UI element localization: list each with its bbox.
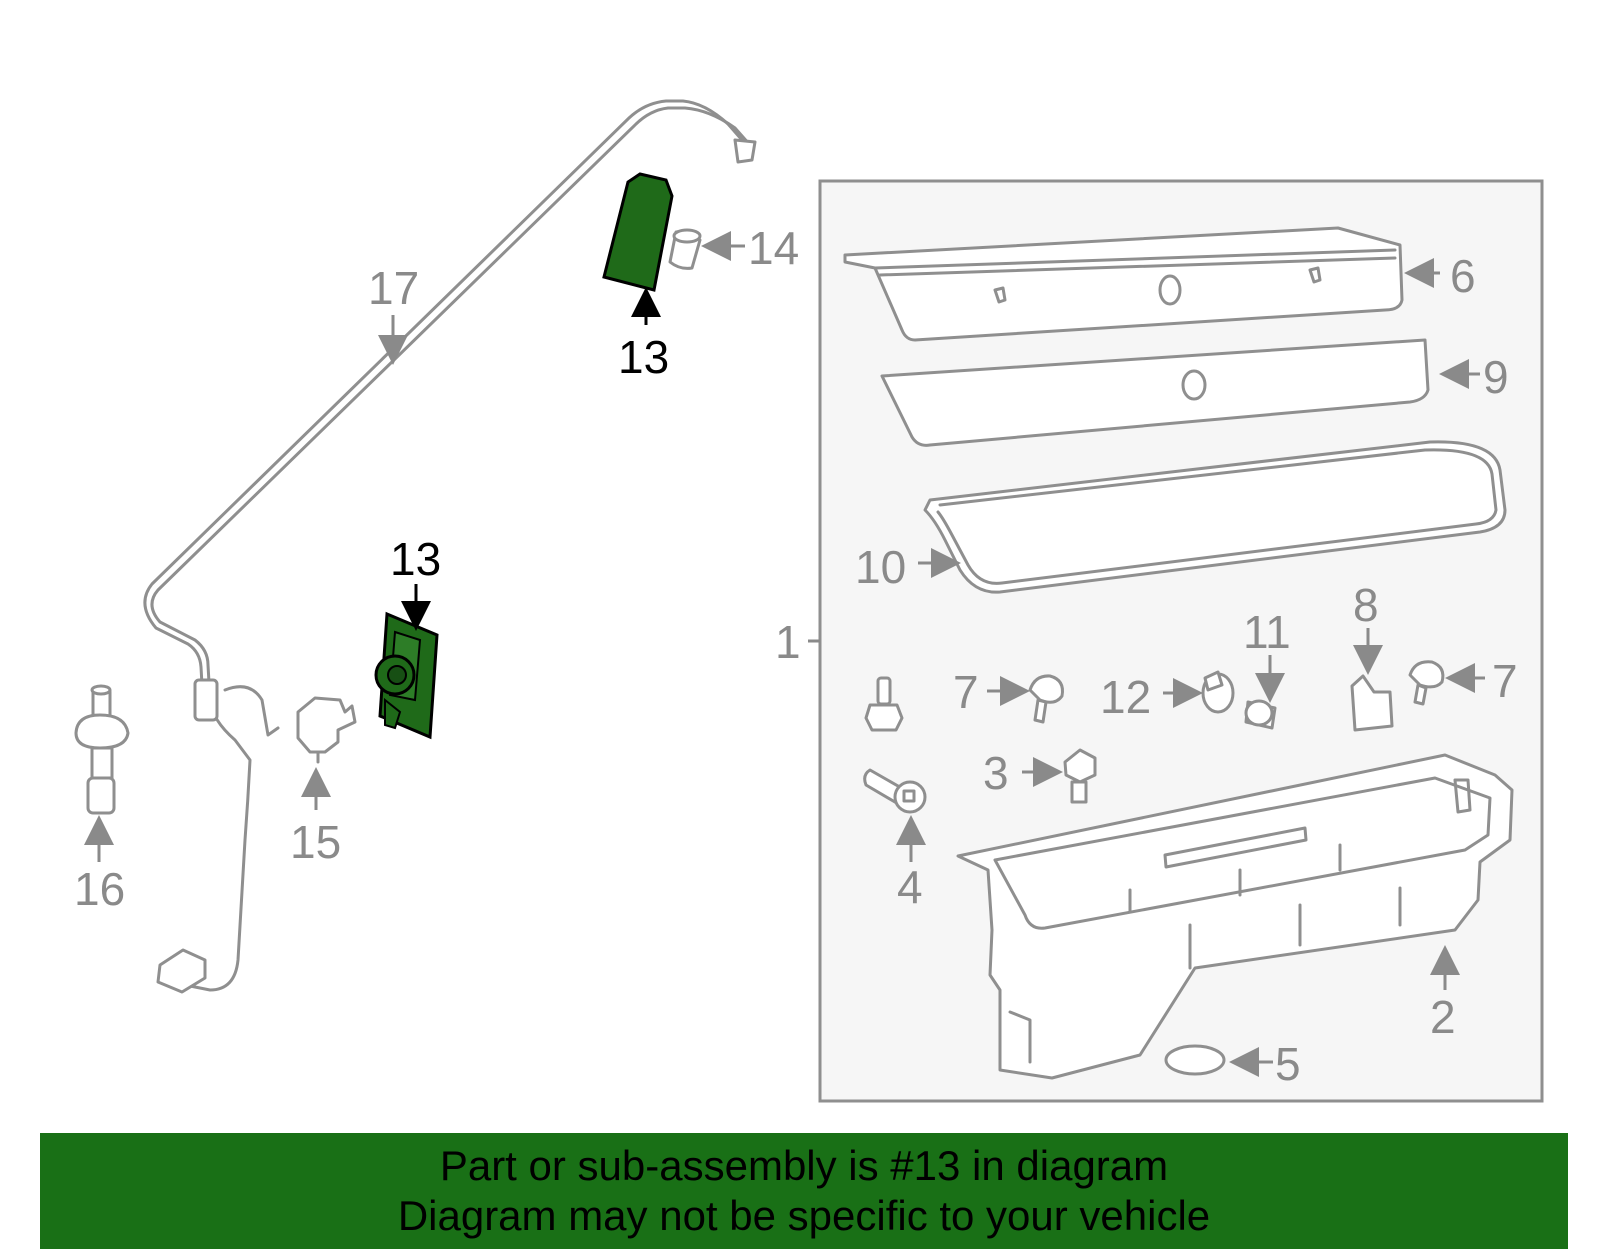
part-7-left[interactable]: [1028, 674, 1064, 724]
callout-12: 12: [1100, 671, 1151, 723]
callout-5: 5: [1275, 1038, 1301, 1090]
part-2[interactable]: [956, 753, 1514, 1080]
callout-7-right: 7: [1492, 655, 1518, 707]
callout-3: 3: [983, 747, 1009, 799]
part-13-top[interactable]: [602, 172, 674, 292]
callout-13-top: 13: [618, 331, 669, 383]
callout-labels: 1 2 3 4 5 6 7 7 8 9 10 11 12 13 13 14 15…: [74, 222, 1518, 1090]
part-14[interactable]: [668, 228, 702, 270]
part-4[interactable]: [863, 768, 927, 814]
callout-2: 2: [1430, 991, 1456, 1043]
callout-arrows: [84, 231, 1485, 1077]
banner-line-2: Diagram may not be specific to your vehi…: [397, 1192, 1211, 1239]
callout-6: 6: [1450, 250, 1476, 302]
part-13-bottom[interactable]: [374, 611, 439, 740]
callout-7-left: 7: [953, 666, 979, 718]
callout-15: 15: [290, 816, 341, 868]
callout-13-bottom: 13: [390, 533, 441, 585]
part-10[interactable]: [923, 440, 1507, 594]
callout-11: 11: [1243, 606, 1291, 658]
part-7-right[interactable]: [1408, 660, 1445, 706]
part-11[interactable]: [1244, 699, 1277, 730]
callout-4: 4: [897, 861, 923, 913]
highlight-shape: [602, 172, 674, 292]
part-5[interactable]: [1164, 1044, 1226, 1076]
part-16[interactable]: [74, 684, 130, 815]
part-6[interactable]: [843, 226, 1404, 342]
part-12[interactable]: [1201, 670, 1235, 714]
callout-10: 10: [855, 541, 906, 593]
callout-16: 16: [74, 863, 125, 915]
parts-diagram: 1 2 3 4 5 6 7 7 8 9 10 11 12 13 13 14 15…: [74, 99, 1544, 1103]
callout-9: 9: [1483, 351, 1509, 403]
callout-1: 1: [775, 616, 801, 668]
part-3[interactable]: [1063, 748, 1097, 804]
wiring-harness: [143, 99, 757, 994]
callout-14: 14: [748, 222, 799, 274]
part-8[interactable]: [1350, 674, 1394, 732]
info-banner: Part or sub-assembly is #13 in diagram D…: [40, 1133, 1568, 1249]
part-9[interactable]: [880, 338, 1430, 447]
bolt: [864, 676, 904, 732]
banner-line-1: Part or sub-assembly is #13 in diagram: [439, 1142, 1169, 1189]
callout-17: 17: [368, 262, 419, 314]
callout-8: 8: [1353, 579, 1379, 631]
part-15[interactable]: [296, 696, 357, 764]
